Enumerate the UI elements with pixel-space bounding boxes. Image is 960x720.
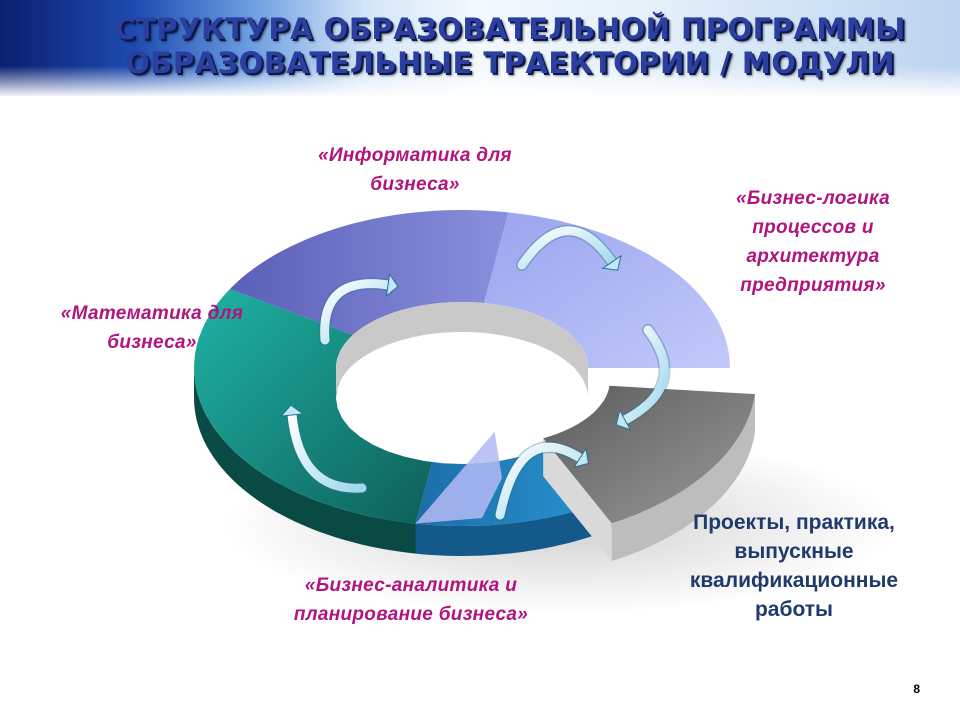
projects-label-line: Проекты, практика, <box>693 511 895 534</box>
segment-gap-sliver <box>415 431 502 524</box>
arrow-logic-to-projects <box>615 324 671 431</box>
module-label-line: бизнеса» <box>107 332 197 353</box>
hole-inner-wall <box>336 302 588 398</box>
projects-label-line: квалификационные <box>689 569 899 592</box>
module-label-line: архитектура <box>746 246 880 267</box>
arrow-analytics-to-projects <box>494 441 590 521</box>
module-informatics-label: «Информатика для бизнеса» <box>285 141 545 199</box>
projects-label: Проекты, практика, выпускные квалификацион… <box>624 508 960 624</box>
module-label-line: процессов и <box>752 217 874 238</box>
header-banner <box>0 0 960 96</box>
module-label-line: бизнеса» <box>370 174 460 195</box>
page-number: 8 <box>913 682 920 696</box>
segment-mathematics-top <box>194 289 441 524</box>
module-mathematics-label: «Математика для бизнеса» <box>22 299 282 357</box>
title-line-2: ОБРАЗОВАТЕЛЬНЫЕ ТРАЕКТОРИИ / МОДУЛИ <box>125 46 895 80</box>
segment-business-logic-top <box>483 212 730 368</box>
module-business-logic-label: «Бизнес-логика процессов и архитектура пред… <box>698 184 928 300</box>
arrow-math-to-informatics <box>318 272 399 346</box>
segment-projects-side <box>611 394 755 561</box>
segment-business-analytics-side <box>415 485 642 556</box>
arrow-analytics-to-math <box>279 404 368 495</box>
segment-mathematics-side <box>194 368 416 554</box>
arrow-informatics-to-logic <box>516 224 622 271</box>
projects-label-line: выпускные <box>734 540 854 563</box>
projects-label-line: работы <box>754 598 833 621</box>
module-label-line: «Математика для <box>60 303 244 324</box>
module-label-line: «Информатика для <box>318 145 512 166</box>
title-line-1: СТРУКТУРА ОБРАЗОВАТЕЛЬНОЙ ПРОГРАММЫ <box>114 12 906 46</box>
module-business-analytics-label: «Бизнес-аналитика и планирование бизнеса» <box>246 571 576 629</box>
ring-segments <box>194 210 755 561</box>
segment-projects-cut <box>543 438 612 561</box>
segment-projects-top <box>543 385 755 523</box>
module-label-line: планирование бизнеса» <box>293 604 529 625</box>
cycle-arrows <box>279 224 671 521</box>
module-label-line: предприятия» <box>740 275 886 296</box>
module-label-line: «Бизнес-аналитика и <box>304 575 518 596</box>
module-label-line: «Бизнес-логика <box>735 188 891 209</box>
segment-informatics-top <box>229 210 509 335</box>
hole-center <box>336 332 588 464</box>
